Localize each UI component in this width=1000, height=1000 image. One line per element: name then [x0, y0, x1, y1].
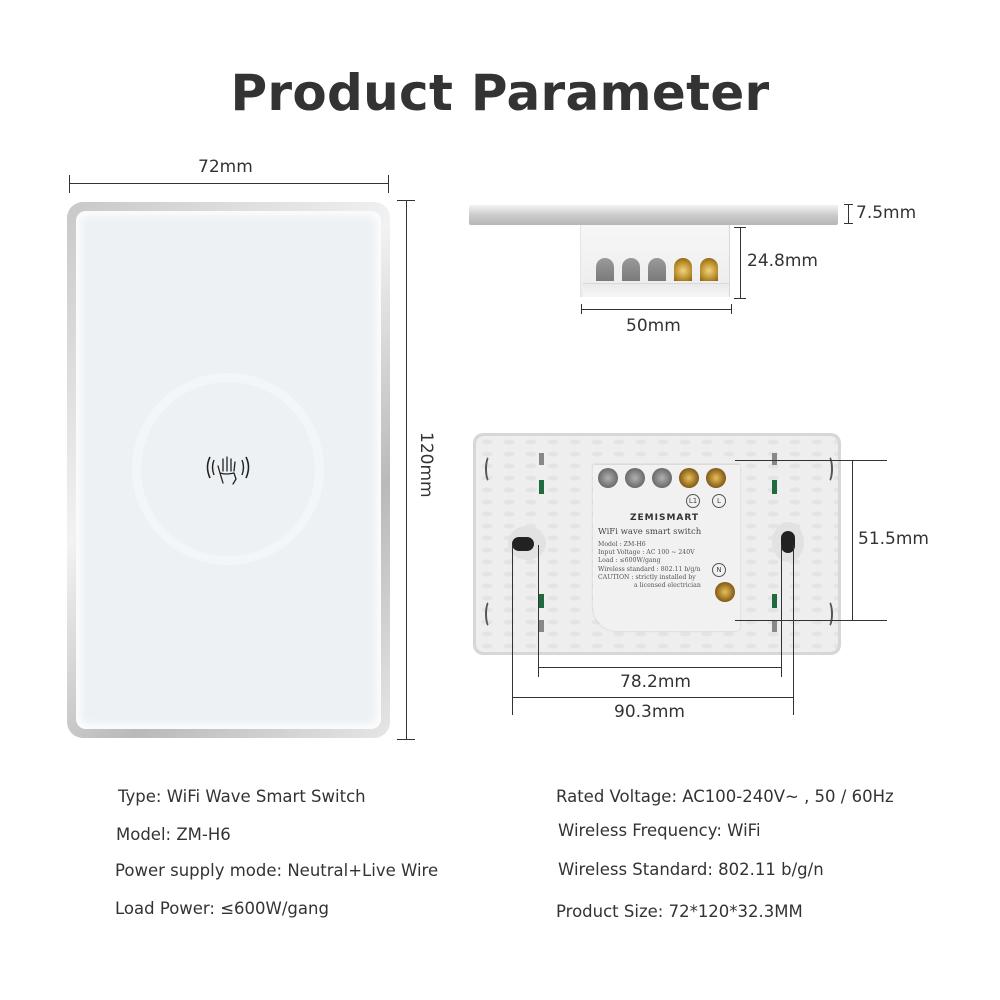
hole-inner-guide-right: [781, 545, 782, 677]
module-caution-2: a licensed electrician: [634, 582, 701, 589]
body-width-tick-left: [581, 304, 582, 314]
hole-inner-guide-left: [538, 545, 539, 677]
alignment-mark: [539, 620, 544, 632]
front-height-label: 120mm: [416, 432, 436, 498]
body-width-dimension-line: [581, 309, 731, 310]
mount-clip: [823, 600, 833, 628]
module-title: WiFi wave smart switch: [598, 527, 702, 537]
front-width-label: 72mm: [198, 157, 253, 177]
module-wireless-standard: Wireless standard : 802.11 b/g/n: [598, 566, 701, 573]
thickness-tick-top: [844, 204, 853, 205]
alignment-mark: [772, 453, 777, 465]
alignment-mark: [539, 453, 544, 465]
terminal-label-l1: L1: [686, 494, 700, 508]
thickness-dimension-line: [848, 204, 849, 224]
module-terminal-l1: [679, 468, 699, 488]
alignment-mark: [539, 594, 544, 608]
module-terminal: [625, 468, 645, 488]
relay-module: [593, 465, 740, 631]
mount-clip: [485, 600, 495, 628]
terminal-label-l: L: [712, 494, 726, 508]
module-load: Load : ≤600W/gang: [598, 557, 661, 564]
spec-model: Model: ZM-H6: [116, 825, 231, 844]
hole-outer-guide-left: [512, 545, 513, 715]
width-dimension-tick-left: [69, 175, 70, 193]
terminal-screw: [674, 258, 692, 281]
inner-spacing-dimension-line: [538, 667, 782, 668]
depth-tick-top: [734, 227, 746, 228]
spec-product-size: Product Size: 72*120*32.3MM: [556, 902, 803, 921]
depth-dimension-line: [740, 227, 741, 299]
spec-load-power: Load Power: ≤600W/gang: [115, 899, 329, 918]
alignment-mark: [772, 620, 777, 632]
terminal-label-n: N: [712, 563, 726, 577]
page-title: Product Parameter: [230, 64, 770, 122]
height-dimension-tick-bottom: [397, 739, 415, 740]
back-height-dimension-line: [852, 460, 853, 620]
touch-ring: [132, 373, 324, 565]
height-dimension-tick-top: [397, 200, 415, 201]
back-height-label: 51.5mm: [858, 529, 929, 549]
terminal-screw: [700, 258, 718, 281]
module-caution: CAUTION : strictly installed by: [598, 574, 696, 581]
module-terminal-n: [715, 582, 735, 602]
module-input-voltage: Input Voltage : AC 100 ~ 240V: [598, 549, 695, 556]
screw-slot-right: [781, 531, 795, 553]
side-body-lip: [583, 283, 729, 297]
module-brand: ZEMISMART: [630, 513, 700, 523]
side-plate: [469, 205, 838, 225]
outer-spacing-label: 90.3mm: [614, 702, 685, 722]
module-terminal-l: [706, 468, 726, 488]
mount-clip: [485, 455, 495, 483]
terminal-slot: [596, 258, 614, 281]
screw-slot-left: [512, 537, 534, 551]
height-dimension-line: [406, 200, 407, 739]
spec-rated-voltage: Rated Voltage: AC100-240V~ , 50 / 60Hz: [556, 787, 894, 806]
thickness-tick-bottom: [844, 223, 853, 224]
hand-wave-icon: [206, 456, 250, 485]
spec-wireless-standard: Wireless Standard: 802.11 b/g/n: [558, 860, 824, 879]
width-dimension-line: [69, 183, 388, 184]
alignment-mark: [772, 594, 777, 608]
alignment-mark: [772, 480, 777, 494]
inner-spacing-label: 78.2mm: [620, 672, 691, 692]
back-height-guide-bottom: [735, 620, 887, 621]
back-height-guide-top: [735, 460, 887, 461]
body-width-label: 50mm: [626, 316, 681, 336]
hole-outer-guide-right: [793, 545, 794, 715]
spec-type: Type: WiFi Wave Smart Switch: [118, 787, 366, 806]
module-terminal: [598, 468, 618, 488]
module-model: Model : ZM-H6: [598, 541, 646, 548]
body-depth-label: 24.8mm: [747, 251, 818, 271]
spec-power-supply-mode: Power supply mode: Neutral+Live Wire: [115, 861, 439, 880]
width-dimension-tick-right: [388, 175, 389, 193]
spec-wireless-frequency: Wireless Frequency: WiFi: [558, 821, 761, 840]
body-width-tick-right: [731, 304, 732, 314]
plate-thickness-label: 7.5mm: [856, 203, 917, 223]
module-terminal: [652, 468, 672, 488]
depth-tick-bottom: [734, 298, 746, 299]
terminal-slot: [648, 258, 666, 281]
alignment-mark: [539, 480, 544, 494]
terminal-slot: [622, 258, 640, 281]
outer-spacing-dimension-line: [512, 697, 794, 698]
